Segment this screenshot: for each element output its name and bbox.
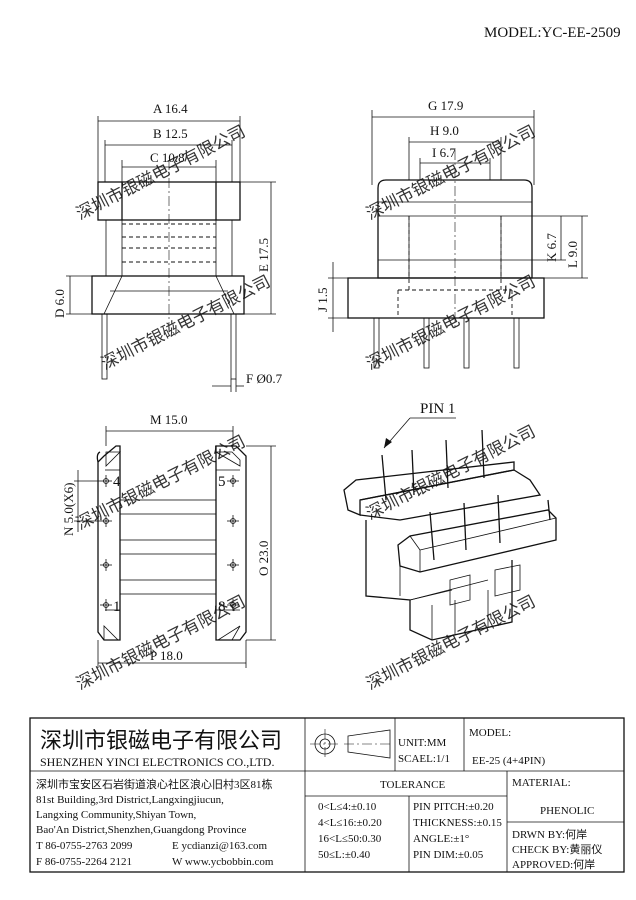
model-header: MODEL:YC-EE-2509: [484, 25, 621, 41]
dim-e-label: E 17.5: [256, 238, 271, 272]
telephone: T 86-0755-2763 2099: [36, 840, 133, 852]
address-line-4: Bao'An District,Shenzhen,Guangdong Provi…: [36, 824, 246, 836]
spec-row-1: PIN PITCH:±0.20: [413, 801, 494, 813]
company-name-en: SHENZHEN YINCI ELECTRONICS CO.,LTD.: [40, 755, 274, 769]
tolerance-row-4: 50≤L:±0.40: [318, 849, 371, 861]
pin-1-callout: PIN 1: [420, 401, 455, 417]
dim-g-label: G 17.9: [428, 98, 463, 113]
watermark-7: 深圳市银磁电子有限公司: [73, 592, 248, 694]
pin-4-label: 4: [113, 474, 121, 490]
spec-row-2: THICKNESS:±0.15: [413, 817, 502, 829]
title-block: [29, 717, 625, 873]
dim-o-label: O 23.0: [256, 541, 271, 576]
watermark-4: 深圳市银磁电子有限公司: [363, 272, 538, 374]
material-value: PHENOLIC: [540, 805, 594, 817]
watermark-3: 深圳市银磁电子有限公司: [98, 272, 273, 374]
pin-8-label: 8: [218, 599, 226, 615]
unit-label: UNIT:MM: [398, 737, 447, 749]
front-view: [66, 116, 276, 392]
fax: F 86-0755-2264 2121: [36, 856, 132, 868]
bottom-view: [74, 426, 276, 668]
dim-b-label: B 12.5: [153, 126, 188, 141]
side-view: [328, 110, 588, 369]
approved-by: APPROVED:何岸: [512, 858, 595, 871]
spec-row-4: PIN DIM:±0.05: [413, 849, 484, 861]
model-label: MODEL:: [469, 727, 511, 739]
address-line-2: 81st Building,3rd District,Langxingjiucu…: [36, 794, 224, 806]
dim-f-label: F Ø0.7: [246, 371, 283, 386]
checked-by: CHECK BY:黄丽仪: [512, 842, 602, 856]
company-name-cn: 深圳市银磁电子有限公司: [40, 728, 282, 753]
tolerance-title: TOLERANCE: [380, 779, 445, 791]
spec-row-3: ANGLE:±1°: [413, 833, 469, 845]
dim-p-label: P 18.0: [150, 648, 183, 663]
dim-a-label: A 16.4: [153, 101, 188, 116]
drawn-by: DRWN BY:何岸: [512, 828, 587, 841]
watermark-8: 深圳市银磁电子有限公司: [363, 592, 538, 694]
watermark-6: 深圳市银磁电子有限公司: [363, 422, 538, 524]
dim-l-label: L 9.0: [565, 241, 580, 268]
dim-i-label: I 6.7: [432, 145, 456, 160]
dim-d-label: D 6.0: [52, 289, 67, 318]
tolerance-row-3: 16<L≤50:0.30: [318, 833, 382, 845]
website: W www.ycbobbin.com: [172, 856, 274, 868]
dim-m-label: M 15.0: [150, 412, 188, 427]
pin-5-label: 5: [218, 474, 226, 490]
tolerance-row-2: 4<L≤16:±0.20: [318, 817, 382, 829]
address-line-1: 深圳市宝安区石岩街道浪心社区浪心旧村3区81栋: [36, 777, 273, 791]
isometric-view: [343, 417, 557, 641]
tolerance-row-1: 0<L≤4:±0.10: [318, 801, 377, 813]
pin-1-label: 1: [113, 599, 121, 615]
material-label: MATERIAL:: [512, 777, 571, 789]
dim-k-label: K 6.7: [544, 233, 559, 262]
email: E ycdianzi@163.com: [172, 840, 267, 852]
dim-c-label: C 10.8: [150, 150, 185, 165]
dim-j-label: J 1.5: [315, 287, 330, 312]
watermarks: 深圳市银磁电子有限公司 深圳市银磁电子有限公司 深圳市银磁电子有限公司 深圳市银…: [73, 122, 538, 694]
scale-label: SCAEL:1/1: [398, 753, 450, 765]
dim-n-label: N 5.0(X6): [61, 483, 76, 536]
dim-h-label: H 9.0: [430, 123, 459, 138]
model-value: EE-25 (4+4PIN): [472, 755, 545, 767]
address-line-3: Langxing Community,Shiyan Town,: [36, 809, 197, 821]
